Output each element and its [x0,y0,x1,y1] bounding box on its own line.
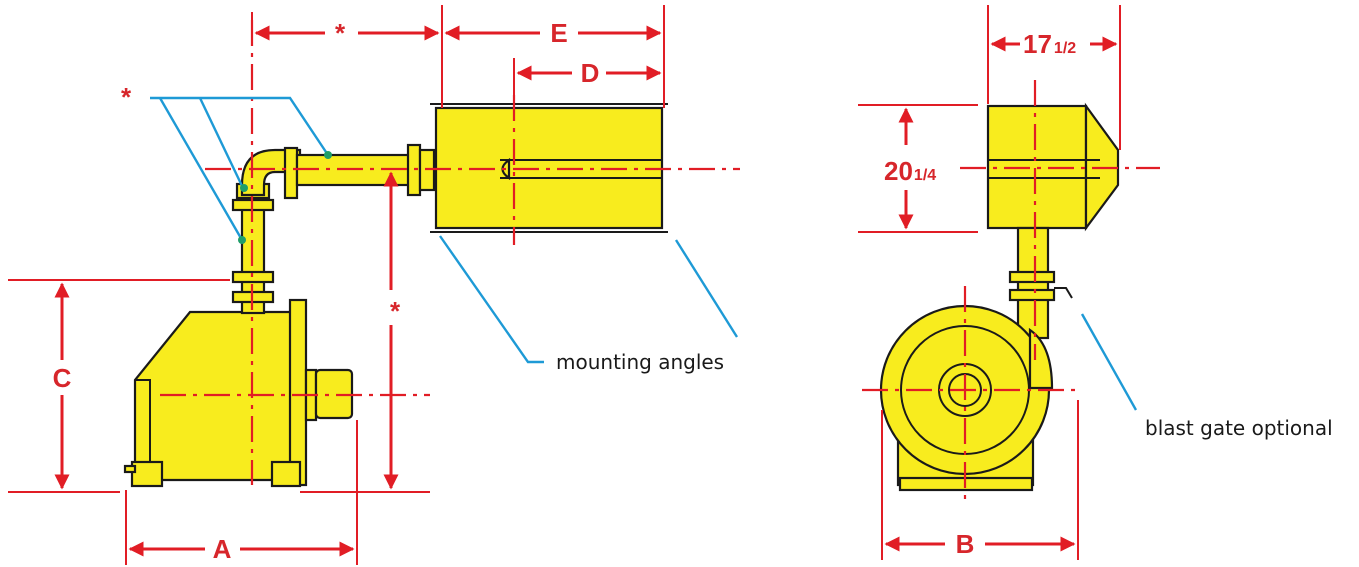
dim-label-d: D [581,58,600,88]
dim-label-b: B [956,529,975,559]
end-duct [1008,226,1073,340]
dim-label-top-left: * [335,18,346,48]
dim-label-height: 201/4 [884,156,936,186]
blower-housing [123,298,354,488]
dim-label-a: A [213,534,232,564]
weld-dot [240,184,248,192]
weld-dot [238,236,246,244]
mounting-leader-right [674,239,739,338]
motor-end [879,304,1054,492]
dim-label-vertical: * [390,296,401,326]
dim-label-e: E [550,18,567,48]
weld-callouts [150,96,332,244]
horizontal-duct [283,143,436,200]
dim-label-weld: * [121,82,132,112]
dim-label-c: C [53,363,72,393]
note-blast-gate: blast gate optional [1145,416,1333,440]
weld-dot [324,151,332,159]
side-view: * E D * * C A mounting angles [8,5,740,565]
note-mounting-angles: mounting angles [556,350,724,374]
mounting-leader-left [439,235,544,364]
blast-gate-leader [1080,313,1138,411]
